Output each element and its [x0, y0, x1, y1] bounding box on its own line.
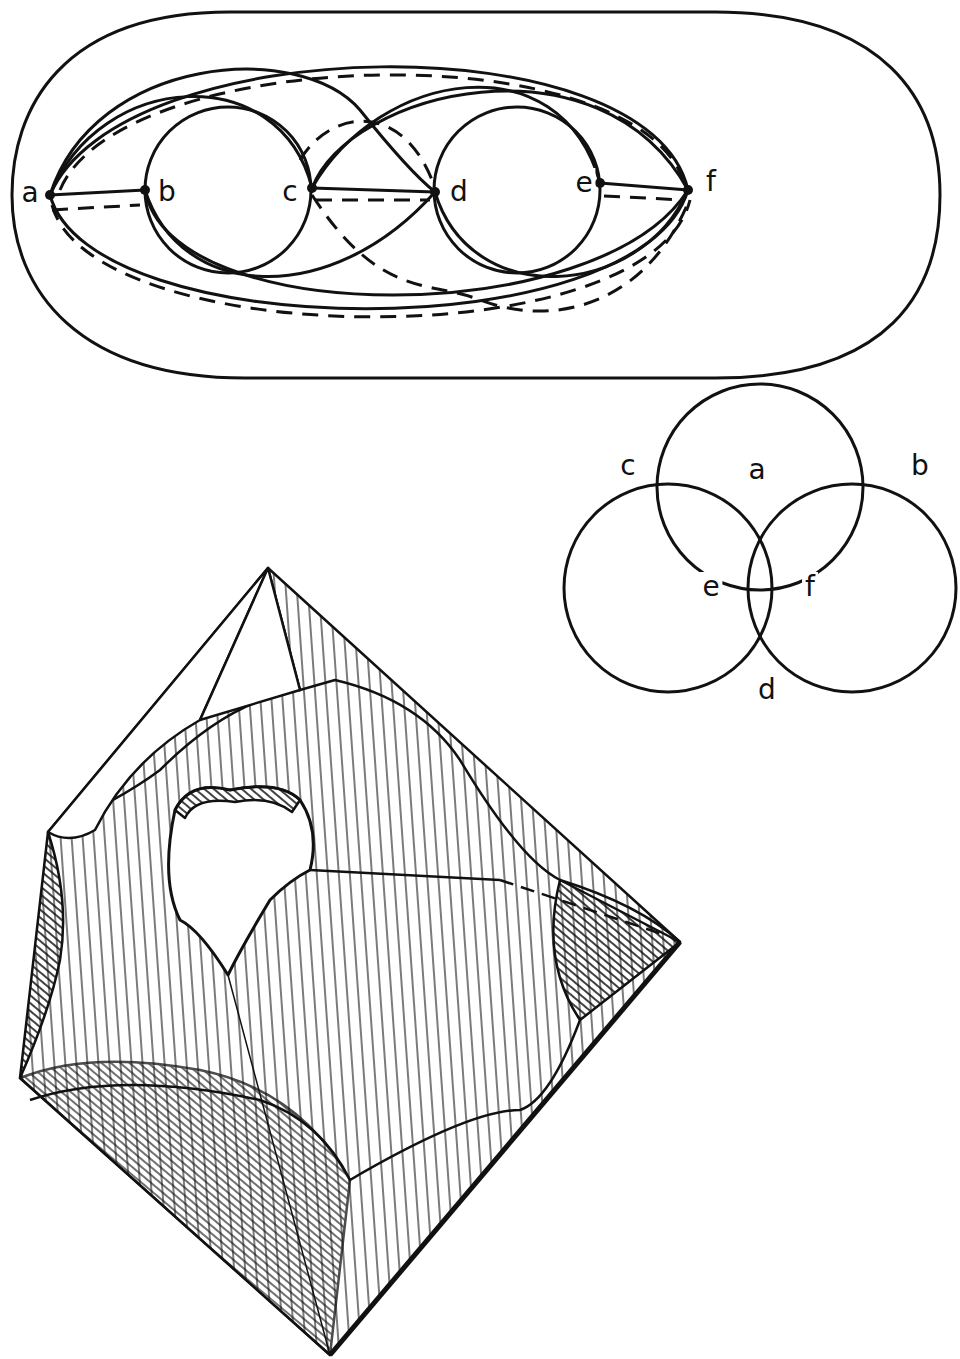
polyhedron-drawing-part — [20, 832, 63, 1078]
vertex-dot-part — [307, 183, 317, 193]
polyhedron-drawing-part — [330, 942, 680, 1355]
vertex-label: a — [745, 455, 768, 485]
vertex-dot-part — [683, 185, 693, 195]
vertex-label: f — [802, 572, 818, 602]
vertex-dot — [45, 178, 693, 200]
vertex-label: f — [703, 167, 719, 197]
dashed-curves-part — [604, 196, 684, 200]
three-circles-part — [564, 484, 772, 692]
surface-graph-part — [312, 188, 435, 192]
three-circles-part — [748, 484, 956, 692]
surface-graph-part — [50, 190, 688, 309]
dashed-curves-part — [52, 205, 140, 210]
vertex-label: a — [18, 178, 41, 208]
polyhedron-drawing-part — [553, 880, 680, 1020]
polyhedron-drawing-part — [310, 870, 500, 880]
vertex-label: e — [572, 168, 595, 198]
vertex-dot-part — [595, 178, 605, 188]
vertex-label: b — [908, 451, 932, 481]
polyhedron-drawing-part — [20, 568, 680, 1355]
vertex-dot-part — [45, 190, 55, 200]
surface-graph-part — [50, 190, 145, 195]
surface-graph-part — [12, 12, 940, 378]
dashed-curves — [52, 75, 690, 317]
polyhedron-drawing-part — [200, 568, 300, 720]
three-circles — [564, 384, 956, 692]
dashed-curves-part — [316, 199, 430, 202]
vertex-label: c — [279, 177, 300, 207]
dashed-curves-part — [312, 195, 690, 311]
surface-graph-part — [145, 107, 311, 273]
surface-graph — [12, 12, 940, 378]
polyhedron-drawing-part — [500, 880, 665, 935]
polyhedron-drawing-part — [169, 787, 314, 975]
vertex-label: d — [447, 177, 471, 207]
polyhedron-drawing-part — [268, 568, 680, 942]
vertex-dot-part — [430, 187, 440, 197]
surface-graph-part — [312, 91, 688, 190]
surface-graph-part — [600, 183, 688, 190]
dashed-curves-part — [300, 121, 432, 180]
vertex-label: c — [617, 451, 638, 481]
vertex-dot-part — [140, 185, 150, 195]
polyhedron-drawing-part — [20, 1062, 350, 1355]
polyhedron-drawing — [20, 568, 680, 1355]
surface-graph-part — [145, 190, 688, 295]
vertex-label: b — [155, 177, 179, 207]
polyhedron-drawing-part — [228, 975, 330, 1355]
vertex-label: e — [699, 572, 722, 602]
vertex-label: d — [755, 675, 779, 705]
polyhedron-drawing-part — [175, 787, 300, 818]
